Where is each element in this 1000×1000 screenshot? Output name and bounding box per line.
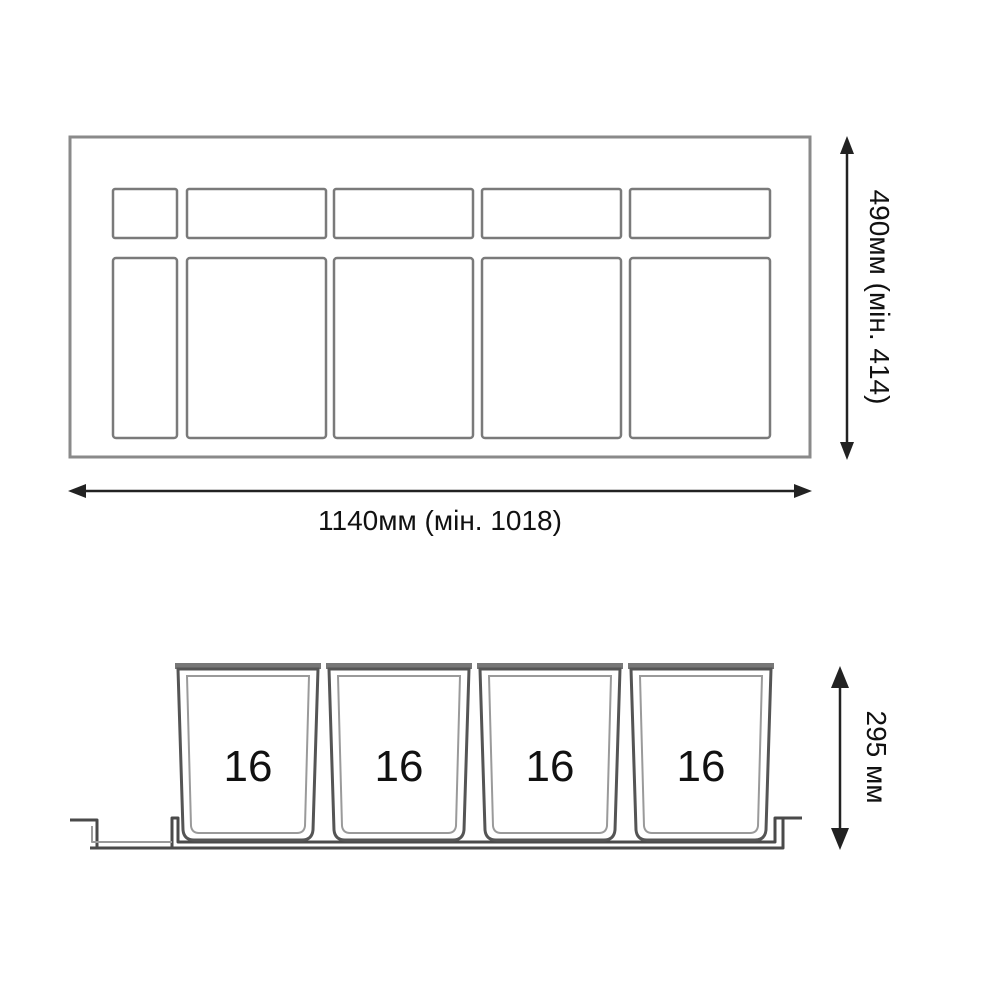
tray-lip	[91, 826, 172, 843]
large-compartment-5	[628, 256, 772, 440]
large-compartment-2	[185, 256, 328, 440]
bin-3-inner	[487, 675, 613, 834]
depth-dimension: 490мм (мін. 414)	[840, 136, 895, 460]
large-compartment-1	[111, 256, 179, 440]
bin-4-label: 16	[677, 742, 726, 791]
arrow-down-icon	[840, 442, 854, 460]
small-compartment-4	[480, 187, 623, 240]
small-compartment-1	[111, 187, 179, 240]
bin-2-inner	[336, 675, 462, 834]
bin-4: 16	[628, 663, 774, 842]
bin-1-label: 16	[224, 742, 273, 791]
height-dimension: 295 мм	[831, 666, 892, 850]
small-compartment-3	[332, 187, 475, 240]
arrow-up-icon	[840, 136, 854, 154]
arrow-up-icon	[831, 666, 849, 688]
bin-2-rim	[326, 663, 472, 669]
small-compartment-5	[628, 187, 772, 240]
height-label: 295 мм	[861, 711, 892, 804]
bin-3-rim	[477, 663, 623, 669]
bin-1: 16	[175, 663, 321, 842]
small-compartment-2	[185, 187, 328, 240]
large-compartment-4	[480, 256, 623, 440]
large-compartment-3	[332, 256, 475, 440]
bin-3: 16	[477, 663, 623, 842]
bin-1-inner	[185, 675, 311, 834]
bin-2-body	[327, 667, 471, 842]
bin-2: 16	[326, 663, 472, 842]
bin-4-inner	[638, 675, 764, 834]
side-view: 16 16 16 16 295 мм	[70, 663, 892, 850]
bin-3-label: 16	[526, 742, 575, 791]
bin-4-rim	[628, 663, 774, 669]
depth-label: 490мм (мін. 414)	[864, 190, 895, 405]
arrow-right-icon	[794, 484, 812, 498]
bin-1-rim	[175, 663, 321, 669]
bin-1-body	[176, 667, 320, 842]
width-label: 1140мм (мін. 1018)	[318, 505, 562, 536]
arrow-left-icon	[68, 484, 86, 498]
bin-2-label: 16	[375, 742, 424, 791]
bin-4-body	[629, 667, 773, 842]
bin-3-body	[478, 667, 622, 842]
top-view: 1140мм (мін. 1018) 490мм (мін. 414)	[68, 135, 895, 536]
arrow-down-icon	[831, 828, 849, 850]
width-dimension: 1140мм (мін. 1018)	[68, 484, 812, 536]
tray-profile	[70, 816, 802, 850]
